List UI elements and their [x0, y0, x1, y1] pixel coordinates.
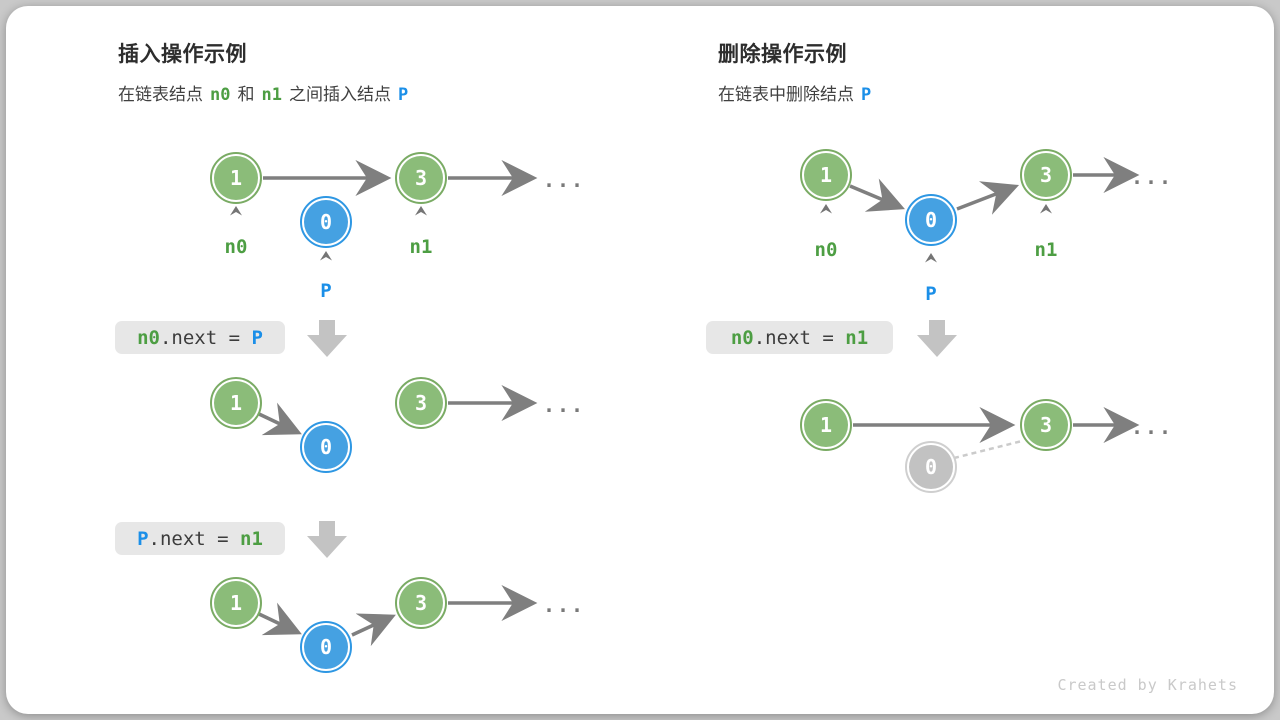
node-0-new: 0	[300, 421, 352, 473]
delete-subtitle: 在链表中删除结点 P	[718, 80, 871, 105]
node-3: 3	[395, 377, 447, 429]
node-3: 3	[1020, 149, 1072, 201]
code-insert-step1: n0.next = P	[115, 321, 285, 354]
subtitle-text: 在链表中删除结点	[718, 85, 854, 104]
credit-text: Created by Krahets	[1057, 676, 1238, 694]
code-rhs: n1	[240, 527, 263, 550]
node-3: 3	[395, 577, 447, 629]
subtitle-text: 和	[237, 85, 255, 104]
code-mid: .next =	[159, 326, 252, 349]
node-0-new: 0	[300, 196, 352, 248]
node-1: 1	[210, 152, 262, 204]
var-n0: n0	[210, 85, 231, 105]
label-n0: n0	[814, 239, 838, 261]
node-1: 1	[210, 577, 262, 629]
node-3: 3	[395, 152, 447, 204]
subtitle-text: 在链表结点	[118, 85, 203, 104]
label-p: P	[320, 280, 332, 302]
code-lhs: n0	[730, 326, 754, 349]
ellipsis: ...	[542, 593, 586, 617]
node-0-removed: 0	[905, 441, 957, 493]
code-mid: .next =	[753, 326, 846, 349]
node-1: 1	[800, 399, 852, 451]
delete-title: 删除操作示例	[718, 43, 847, 66]
ellipsis: ...	[542, 393, 586, 417]
node-0-new: 0	[300, 621, 352, 673]
subtitle-text: 之间插入结点	[288, 85, 391, 104]
code-lhs: P	[137, 527, 149, 550]
ellipsis: ...	[1130, 165, 1174, 189]
ellipsis: ...	[1130, 415, 1174, 439]
node-3: 3	[1020, 399, 1072, 451]
node-0-target: 0	[905, 194, 957, 246]
label-n1: n1	[1034, 239, 1058, 261]
var-p: P	[397, 85, 409, 105]
label-n1: n1	[409, 236, 433, 258]
insert-subtitle: 在链表结点 n0 和 n1 之间插入结点 P	[118, 80, 408, 105]
insert-title: 插入操作示例	[118, 43, 247, 66]
node-1: 1	[210, 377, 262, 429]
code-mid: .next =	[148, 527, 241, 550]
ellipsis: ...	[542, 168, 586, 192]
code-insert-step2: P.next = n1	[115, 522, 285, 555]
code-lhs: n0	[137, 326, 160, 349]
code-rhs: P	[251, 326, 263, 349]
code-rhs: n1	[845, 326, 869, 349]
code-delete-step1: n0.next = n1	[706, 321, 893, 354]
node-1: 1	[800, 149, 852, 201]
var-p: P	[861, 85, 872, 105]
label-p: P	[925, 283, 937, 305]
var-n1: n1	[261, 85, 282, 105]
label-n0: n0	[224, 236, 248, 258]
canvas-card	[6, 6, 1274, 714]
